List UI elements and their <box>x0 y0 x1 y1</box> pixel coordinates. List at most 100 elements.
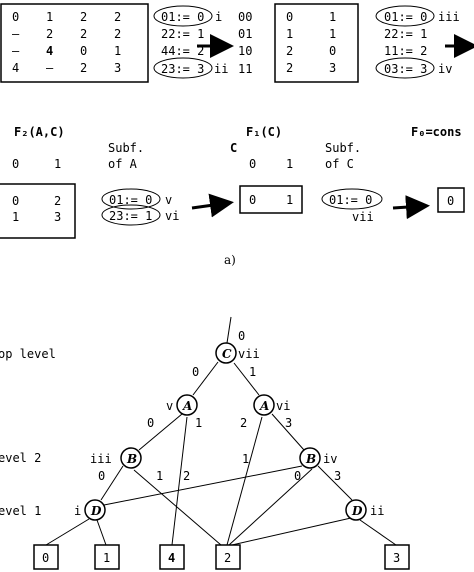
subfunctions-of-a: Subf. of A 01:= 0 23:= 1 v vi <box>101 141 179 226</box>
table1-cell: 2 <box>46 27 53 41</box>
subf1-entry: 23:= 3 <box>161 62 204 76</box>
subf2-entry: 22:= 1 <box>384 27 427 41</box>
level-label: evel 2 <box>0 451 41 465</box>
table1-cell: 4 <box>46 44 53 58</box>
edge <box>103 465 303 506</box>
node-a-left: A v <box>166 394 198 416</box>
circled-entry <box>101 188 161 210</box>
table1-cell: 0 <box>12 10 19 24</box>
edge-label: 1 <box>242 452 249 466</box>
node-mark: ii <box>370 504 384 518</box>
code-label: 11 <box>238 62 252 76</box>
edge <box>192 361 219 396</box>
table1-cell: – <box>12 44 20 58</box>
node-mark: vii <box>238 347 260 361</box>
circled-entry-bottom <box>153 57 213 79</box>
svg-text:A: A <box>182 399 192 413</box>
terminal-node: 0 <box>33 544 59 570</box>
svg-text:D: D <box>90 504 102 518</box>
edge-label: 1 <box>249 365 256 379</box>
arrow-right <box>392 195 430 220</box>
subf2-entry: 11:= 2 <box>384 44 427 58</box>
terminal-node: 1 <box>94 544 120 570</box>
edge <box>359 519 397 546</box>
node-b-right: B iv <box>299 447 337 469</box>
subf2-entry: 03:= 3 <box>384 62 427 76</box>
table1-cell: 0 <box>80 44 87 58</box>
level-label: evel 1 <box>0 504 41 518</box>
circled-entry-top <box>153 5 213 27</box>
edge-label: 3 <box>285 416 292 430</box>
subfA-mark: v <box>165 193 172 207</box>
edge-label: 0 <box>238 329 245 343</box>
node-d-right: D ii <box>345 499 384 521</box>
edge-label: 0 <box>192 365 199 379</box>
edge <box>226 316 232 344</box>
node-d-left: D i <box>74 499 106 521</box>
f1-cell: 1 <box>286 193 293 207</box>
edge <box>271 413 305 451</box>
circled-entry <box>101 204 161 226</box>
f2-cell: 2 <box>54 194 61 208</box>
edge-label: 0 <box>294 469 301 483</box>
f1-title: F₁(C) <box>246 125 282 139</box>
f1-frame <box>239 185 303 214</box>
table1-cell: 2 <box>80 61 87 75</box>
edge <box>45 518 90 546</box>
edge <box>100 465 124 501</box>
f0-frame <box>437 187 465 213</box>
table1-cell: 2 <box>114 27 121 41</box>
node-mark: iv <box>323 452 337 466</box>
decision-diagram: 0 0 1 0 1 2 3 0 1 2 1 0 3 op level evel … <box>0 316 410 570</box>
f1-cell: 0 <box>249 193 256 207</box>
table1-cell: 2 <box>114 10 121 24</box>
function-f2: F₂(A,C) 0 1 0 2 1 3 <box>0 125 76 239</box>
subfC-mark: vii <box>352 210 374 224</box>
subfC-title: Subf. <box>325 141 361 155</box>
subfC-title: of C <box>325 157 354 171</box>
svg-text:4: 4 <box>168 551 175 565</box>
edge-label: 1 <box>195 416 202 430</box>
f2-cell: 3 <box>54 210 61 224</box>
code-label: 00 <box>238 10 252 24</box>
table1-cell: 2 <box>80 27 87 41</box>
node-mark: i <box>74 504 81 518</box>
svg-text:0: 0 <box>42 551 49 565</box>
subf1-entry: 01:= 0 <box>161 10 204 24</box>
node-c: C vii <box>215 342 260 364</box>
f2-col: 1 <box>54 157 61 171</box>
node-mark: iii <box>90 452 112 466</box>
table1-cell: – <box>12 27 20 41</box>
table2-cell: 1 <box>329 10 336 24</box>
table2-cell: 1 <box>286 27 293 41</box>
table2-cell: 1 <box>329 27 336 41</box>
table2-cell: 2 <box>286 44 293 58</box>
table1-cell: – <box>46 61 54 75</box>
level-label: op level <box>0 347 56 361</box>
subf1-entry: 44:= 2 <box>161 44 204 58</box>
subf2-entry: 01:= 0 <box>384 10 427 24</box>
table2-cell: 0 <box>329 44 336 58</box>
circled-entry-bottom <box>375 57 435 79</box>
f2-cell: 1 <box>12 210 19 224</box>
f1-col: 1 <box>286 157 293 171</box>
subfA-title: of A <box>108 157 138 171</box>
code-label: 10 <box>238 44 252 58</box>
svg-text:B: B <box>305 452 316 466</box>
caption-a: a) <box>224 253 236 267</box>
subfA-mark: vi <box>165 209 179 223</box>
subfC-entry: 01:= 0 <box>329 193 372 207</box>
edge-label: 0 <box>98 469 105 483</box>
subf1-mark-bottom: ii <box>214 62 228 76</box>
table2-cell: 2 <box>286 61 293 75</box>
table1-cell: 2 <box>80 10 87 24</box>
terminal-node: 2 <box>215 544 241 570</box>
edge <box>171 416 188 546</box>
svg-text:3: 3 <box>393 551 400 565</box>
edge-label: 0 <box>147 416 154 430</box>
edge <box>317 465 353 501</box>
edge-label: 3 <box>334 469 341 483</box>
table1-cell: 3 <box>114 61 121 75</box>
f0-value: 0 <box>447 194 454 208</box>
